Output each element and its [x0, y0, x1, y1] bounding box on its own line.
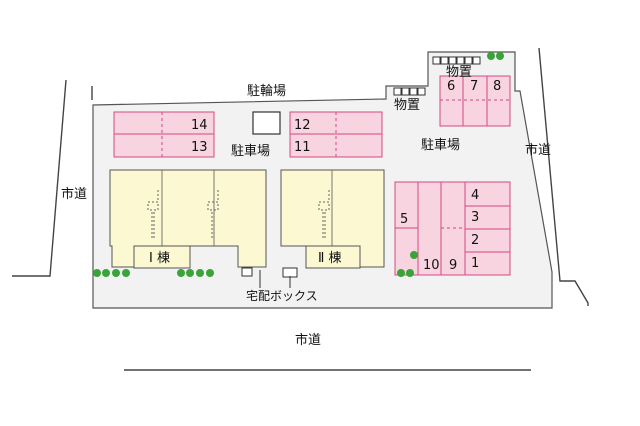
- storage-label-top: 物置: [446, 65, 473, 80]
- parking-number-11: 11: [294, 140, 311, 155]
- parking-number-9: 9: [449, 258, 458, 273]
- parking-label-right: 駐車場: [421, 138, 461, 153]
- parking-number-2: 2: [471, 233, 480, 248]
- trees: [93, 52, 504, 277]
- bicycle-parking-box: [252, 111, 281, 135]
- parking-number-4: 4: [471, 188, 480, 203]
- parking-block-6-8: [439, 75, 511, 127]
- building-1-label: Ⅰ 棟: [149, 251, 170, 266]
- parking-number-10: 10: [423, 258, 440, 273]
- delivery-box-label: 宅配ボックス: [246, 289, 318, 303]
- parking-number-7: 7: [470, 79, 479, 94]
- parking-number-12: 12: [294, 118, 311, 133]
- storage-units: [393, 56, 481, 96]
- city-road-right-label: 市道: [525, 143, 552, 158]
- parking-number-5: 5: [400, 212, 409, 227]
- city-road-left-label: 市道: [61, 187, 88, 202]
- bicycle-parking-label: 駐輪場: [247, 84, 287, 99]
- parking-number-3: 3: [471, 210, 480, 225]
- building-2: [280, 169, 385, 269]
- road-lines: [12, 47, 589, 371]
- storage-label-mid: 物置: [394, 98, 421, 113]
- parking-number-14: 14: [191, 118, 208, 133]
- parking-spaces: [113, 75, 511, 276]
- parking-number-6: 6: [447, 79, 456, 94]
- building-inner-marks: [147, 190, 330, 239]
- building-2-label: Ⅱ 棟: [318, 251, 342, 266]
- parking-number-1: 1: [471, 256, 480, 271]
- delivery-box-leader: [259, 270, 291, 288]
- parking-number-13: 13: [191, 140, 208, 155]
- parking-label-left: 駐車場: [231, 144, 271, 159]
- building-1: [109, 169, 267, 269]
- city-road-bottom-label: 市道: [295, 333, 322, 348]
- parking-number-8: 8: [493, 79, 502, 94]
